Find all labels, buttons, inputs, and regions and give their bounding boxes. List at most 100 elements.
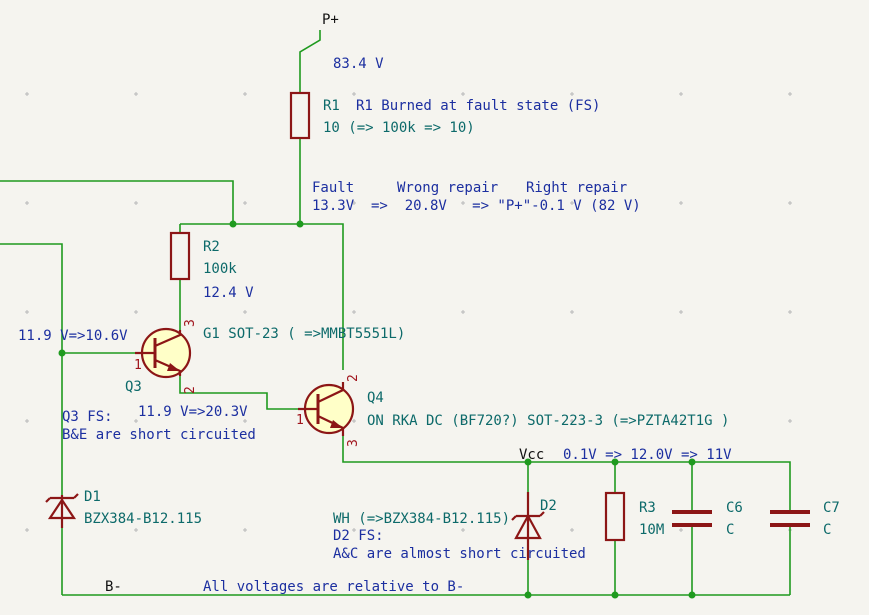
- label-hdr-fault: Fault: [312, 180, 354, 196]
- grid-mark: [135, 310, 137, 314]
- wire-left-mid: [0, 243, 63, 495]
- label-d2-ref: D2: [540, 498, 557, 514]
- junction-base: [58, 349, 66, 357]
- label-q3-type: G1 SOT-23 ( =>MMBT5551L): [203, 326, 405, 342]
- label-d2-fs2: A&C are almost short circuited: [333, 546, 586, 562]
- grid-mark: [462, 92, 464, 96]
- grid-mark: [680, 201, 682, 205]
- grid-mark: [353, 528, 355, 532]
- grid-mark: [462, 528, 464, 532]
- junction-node-right: [296, 220, 304, 228]
- pin-q4-base: 1: [296, 413, 304, 428]
- junctions: [58, 220, 696, 599]
- label-v-r2: 12.4 V: [203, 285, 254, 301]
- label-c6-ref: C6: [726, 500, 743, 516]
- label-v-base: 11.9 V=>10.6V: [18, 328, 128, 344]
- label-c7-ref: C7: [823, 500, 840, 516]
- diode-d2[interactable]: [511, 492, 545, 560]
- grid-mark: [135, 201, 137, 205]
- grid-mark: [26, 419, 28, 423]
- label-v-emit: 11.9 V=>20.3V: [138, 404, 248, 420]
- junction-vcc-c6: [688, 458, 696, 466]
- grid-mark: [462, 419, 464, 423]
- label-bminus: B-: [105, 579, 122, 595]
- label-r1-note: R1 Burned at fault state (FS): [356, 98, 600, 114]
- wire-pplus: [299, 30, 321, 93]
- label-hdr-right: Right repair: [526, 180, 627, 196]
- grid-mark: [571, 419, 573, 423]
- pin-q3-emitter: 2: [183, 386, 198, 394]
- grid-mark: [135, 528, 137, 532]
- grid-mark: [244, 201, 246, 205]
- capacitor-c7[interactable]: [770, 510, 810, 527]
- transistor-q4[interactable]: [298, 382, 355, 436]
- grid-mark: [571, 528, 573, 532]
- resistor-r2[interactable]: [169, 231, 191, 281]
- grid-mark: [462, 310, 464, 314]
- label-vcc: Vcc: [519, 447, 544, 463]
- junction-bot-d2: [524, 591, 532, 599]
- label-d1-value: BZX384-B12.115: [84, 511, 202, 527]
- junction-bot-r3: [611, 591, 619, 599]
- label-d2-value: WH (=>BZX384-B12.115): [333, 511, 510, 527]
- label-q3-ref: Q3: [125, 379, 142, 395]
- label-c7-value: C: [823, 522, 831, 538]
- grid-mark: [680, 310, 682, 314]
- label-r1-ref: R1: [323, 98, 340, 114]
- junction-vcc-d2: [524, 458, 532, 466]
- grid-mark: [26, 92, 28, 96]
- wire-q4-emitter: [342, 436, 791, 490]
- grid-mark: [135, 92, 137, 96]
- grid-mark: [244, 310, 246, 314]
- text-labels: P+ 83.4 V R1 R1 Burned at fault state (F…: [18, 12, 840, 595]
- grid-dots: [25, 92, 792, 532]
- label-r1-value: 10 (=> 100k => 10): [323, 120, 475, 136]
- grid-mark: [26, 528, 28, 532]
- resistor-r1[interactable]: [289, 91, 311, 140]
- grid-mark: [353, 310, 355, 314]
- label-pplus: P+: [322, 12, 339, 28]
- capacitor-c6[interactable]: [672, 510, 712, 527]
- wire-q3-emitter: [179, 376, 298, 410]
- grid-mark: [789, 419, 791, 423]
- grid-mark: [462, 201, 464, 205]
- grid-mark: [135, 419, 137, 423]
- grid-mark: [680, 92, 682, 96]
- label-d2-fs1: D2 FS:: [333, 528, 384, 544]
- label-q3-fs2: B&E are short circuited: [62, 427, 256, 443]
- grid-mark: [680, 419, 682, 423]
- pin-q4-emitter: 3: [346, 439, 361, 447]
- wire-left-top: [0, 180, 234, 224]
- transistor-q3[interactable]: [135, 327, 192, 379]
- grid-mark: [244, 92, 246, 96]
- label-hdr-wrong: Wrong repair: [397, 180, 498, 196]
- junction-node-left: [229, 220, 237, 228]
- label-d1-ref: D1: [84, 489, 101, 505]
- label-r3-value: 10M: [639, 522, 664, 538]
- grid-mark: [353, 92, 355, 96]
- grid-mark: [680, 528, 682, 532]
- grid-mark: [26, 201, 28, 205]
- grid-mark: [26, 310, 28, 314]
- label-v-vcc: 0.1V => 12.0V => 11V: [563, 447, 732, 463]
- grid-mark: [571, 92, 573, 96]
- label-c6-value: C: [726, 522, 734, 538]
- grid-mark: [244, 419, 246, 423]
- label-r2-ref: R2: [203, 239, 220, 255]
- resistor-r3[interactable]: [604, 491, 626, 542]
- grid-mark: [571, 310, 573, 314]
- diode-d1[interactable]: [45, 493, 79, 528]
- junction-vcc-r3: [611, 458, 619, 466]
- label-r3-ref: R3: [639, 500, 656, 516]
- wires: [0, 30, 791, 596]
- grid-mark: [353, 419, 355, 423]
- junction-bot-c6: [688, 591, 696, 599]
- label-q4-type: ON RKA DC (BF720?) SOT-223-3 (=>PZTA42T1…: [367, 413, 729, 429]
- grid-mark: [353, 201, 355, 205]
- grid-mark: [244, 528, 246, 532]
- label-v-pplus: 83.4 V: [333, 56, 384, 72]
- pin-q3-base: 1: [134, 358, 142, 373]
- pin-q3-collector: 3: [183, 319, 198, 327]
- label-q4-ref: Q4: [367, 390, 384, 406]
